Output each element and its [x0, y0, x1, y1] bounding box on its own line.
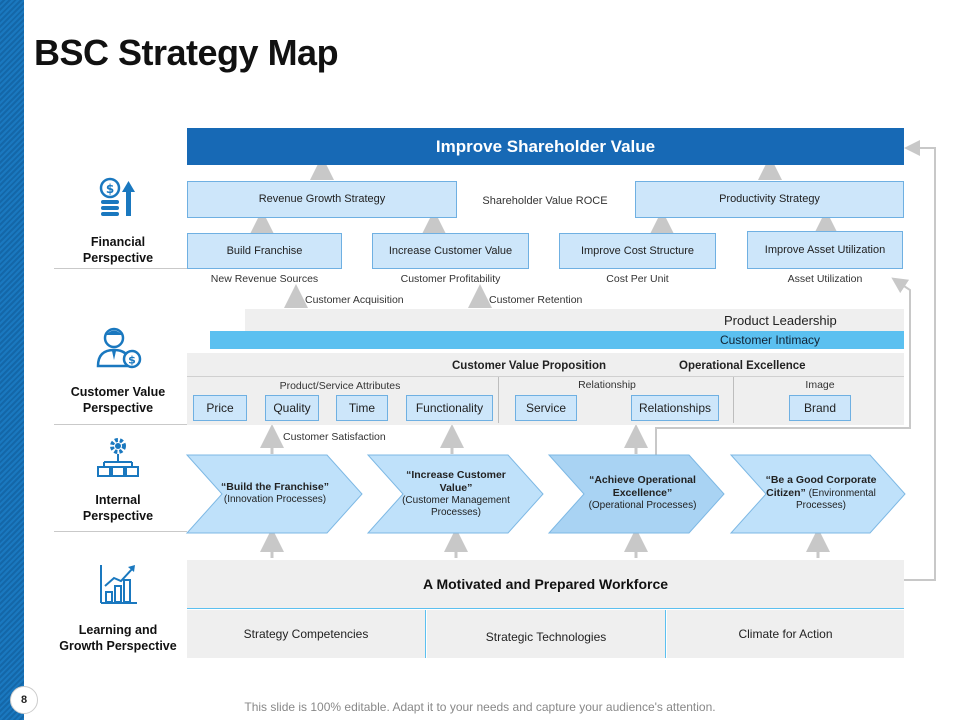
attributes-heading: Product/Service Attributes	[279, 380, 401, 392]
improve-asset-utilization-box: Improve Asset Utilization	[747, 231, 903, 269]
internal-perspective-label: Internal Perspective	[82, 493, 154, 523]
attribute-price: Price	[193, 395, 247, 421]
chevron-increase-value	[366, 454, 544, 534]
financial-perspective-label: Financial Perspective	[82, 235, 154, 265]
relationship-relationships: Relationships	[631, 395, 719, 421]
chevron-corporate-citizen	[729, 454, 906, 534]
separator	[187, 376, 904, 377]
left-decorative-stripe	[0, 0, 24, 720]
learning-perspective-label: Learning and Growth Perspective	[59, 623, 177, 653]
relationship-heading: Relationship	[578, 379, 636, 391]
cost-per-unit: Cost Per Unit	[606, 273, 669, 285]
separator	[54, 531, 187, 532]
revenue-growth-strategy-box: Revenue Growth Strategy	[187, 181, 457, 218]
climate-for-action-cell: Climate for Action	[667, 610, 904, 658]
shareholder-value-roce: Shareholder Value ROCE	[482, 195, 608, 207]
product-leadership-label: Product Leadership	[724, 313, 837, 328]
cvp-heading: Customer Value Proposition	[452, 360, 606, 372]
motivated-workforce-box: A Motivated and Prepared Workforce	[187, 560, 904, 608]
chevron-shapes	[185, 454, 906, 534]
footer-note: This slide is 100% editable. Adapt it to…	[244, 700, 716, 714]
chevron-corporate-citizen-text: “Be a Good Corporate Citizen” (Environme…	[765, 474, 877, 511]
internal-perspective: Internal Perspective	[54, 436, 182, 524]
image-brand: Brand	[789, 395, 851, 421]
op-excellence-heading: Operational Excellence	[679, 360, 806, 372]
customer-perspective-label: Customer Value Perspective	[70, 385, 166, 415]
gear-network-icon	[97, 438, 139, 477]
chevron-build-franchise-text: “Build the Franchise” (Innovation Proces…	[221, 481, 329, 505]
strategic-technologies-cell: Strategic Technologies	[427, 610, 665, 658]
improve-shareholder-value-banner: Improve Shareholder Value	[187, 128, 904, 165]
image-heading: Image	[805, 379, 835, 391]
page-number: 8	[10, 686, 38, 714]
chevron-op-excellence	[547, 454, 725, 534]
increase-customer-value-box: Increase Customer Value	[372, 233, 529, 269]
bar-chart-growth-icon	[100, 565, 137, 604]
chevron-op-excellence-text: “Achieve Operational Excellence” (Operat…	[588, 474, 697, 511]
attribute-quality: Quality	[265, 395, 319, 421]
customer-dollar-icon: $	[96, 327, 142, 369]
customer-profitability: Customer Profitability	[400, 273, 501, 285]
asset-utilization: Asset Utilization	[787, 273, 863, 285]
customer-perspective: $ Customer Value Perspective	[54, 326, 182, 416]
new-revenue-sources: New Revenue Sources	[210, 273, 319, 285]
productivity-strategy-box: Productivity Strategy	[635, 181, 904, 218]
customer-retention-label: Customer Retention	[489, 294, 583, 306]
svg-text:$: $	[106, 182, 114, 196]
coins-growth-icon: $	[99, 177, 135, 216]
svg-text:$: $	[128, 354, 136, 367]
strategy-competencies-cell: Strategy Competencies	[187, 610, 425, 658]
relationship-service: Service	[515, 395, 577, 421]
customer-acquisition-label: Customer Acquisition	[305, 294, 404, 306]
column-divider	[665, 610, 666, 658]
separator	[54, 268, 187, 269]
attribute-functionality: Functionality	[406, 395, 493, 421]
customer-intimacy-band: Customer Intimacy	[210, 331, 904, 349]
chevron-build-franchise	[185, 454, 363, 534]
attribute-time: Time	[336, 395, 388, 421]
column-divider	[498, 377, 499, 423]
customer-intimacy-label: Customer Intimacy	[719, 333, 820, 347]
learning-perspective: Learning and Growth Perspective	[54, 562, 182, 654]
page-title: BSC Strategy Map	[34, 32, 339, 73]
chevron-increase-value-text: “Increase Customer Value” (Customer Mana…	[402, 469, 510, 518]
column-divider	[425, 610, 426, 658]
product-leadership-band	[245, 309, 904, 331]
separator	[187, 608, 904, 609]
customer-satisfaction-label: Customer Satisfaction	[283, 431, 386, 443]
financial-perspective: $ Financial Perspective	[54, 176, 182, 266]
column-divider	[733, 377, 734, 423]
improve-cost-structure-box: Improve Cost Structure	[559, 233, 716, 269]
build-franchise-box: Build Franchise	[187, 233, 342, 269]
separator	[54, 424, 187, 425]
